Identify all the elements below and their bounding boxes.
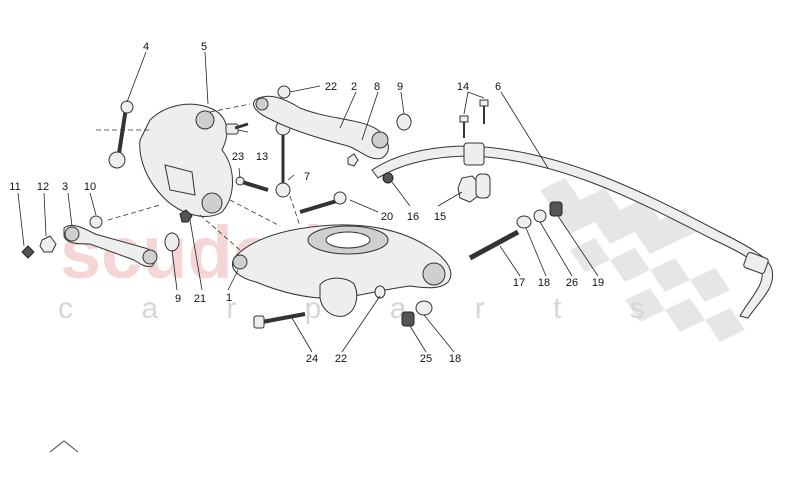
- callout-8: 8: [374, 81, 380, 93]
- bolts-14: [459, 99, 489, 138]
- assembly-dashed-lines: [96, 103, 301, 251]
- callout-4: 4: [143, 41, 149, 53]
- callout-10: 10: [84, 181, 96, 193]
- bar-bracket: [457, 173, 491, 203]
- callout-1: 1: [226, 292, 232, 304]
- lower-control-arm: [232, 224, 452, 317]
- bolt-17: [468, 229, 520, 261]
- toe-link: [108, 100, 134, 169]
- watermark-checker-pattern: [540, 178, 745, 342]
- callout-16: 16: [407, 211, 419, 223]
- bar-bush: [463, 142, 485, 166]
- callout-13: 13: [256, 151, 268, 163]
- callout-3: 3: [62, 181, 68, 193]
- callout-19: 19: [592, 277, 604, 289]
- leader-lines: [17, 51, 599, 353]
- link-rod: [275, 120, 291, 198]
- callout-24: 24: [306, 353, 318, 365]
- callout-25: 25: [420, 353, 432, 365]
- callout-17: 17: [513, 277, 525, 289]
- callout-23: 23: [232, 151, 244, 163]
- callout-18: 18: [538, 277, 550, 289]
- watermark-subtitle: c a r p a r t s: [58, 292, 675, 325]
- callout-9: 9: [397, 81, 403, 93]
- nuts-and-washers: [21, 85, 563, 327]
- callout-2: 2: [351, 81, 357, 93]
- stabilizer-bar: [371, 145, 774, 319]
- callout-20: 20: [381, 211, 393, 223]
- callout-5: 5: [201, 41, 207, 53]
- hub-carrier: [139, 103, 233, 217]
- callout-12: 12: [37, 181, 49, 193]
- callout-11: 11: [9, 181, 20, 193]
- callout-22: 22: [325, 81, 337, 93]
- callout-21: 21: [194, 293, 206, 305]
- callout-6: 6: [495, 81, 501, 93]
- lower-link: [63, 225, 158, 267]
- callout-15: 15: [434, 211, 446, 223]
- callout-7: 7: [304, 171, 310, 183]
- callout-9: 9: [175, 293, 181, 305]
- callout-18: 18: [449, 353, 461, 365]
- bolt-24: [253, 312, 306, 329]
- chevron-up-icon[interactable]: [49, 440, 79, 453]
- upper-arm: [253, 95, 389, 160]
- bolt-13: [225, 122, 249, 135]
- bolt-23: [235, 176, 269, 192]
- callout-14: 14: [457, 81, 469, 93]
- callout-26: 26: [566, 277, 578, 289]
- bolt-20: [299, 191, 347, 214]
- callout-22: 22: [335, 353, 347, 365]
